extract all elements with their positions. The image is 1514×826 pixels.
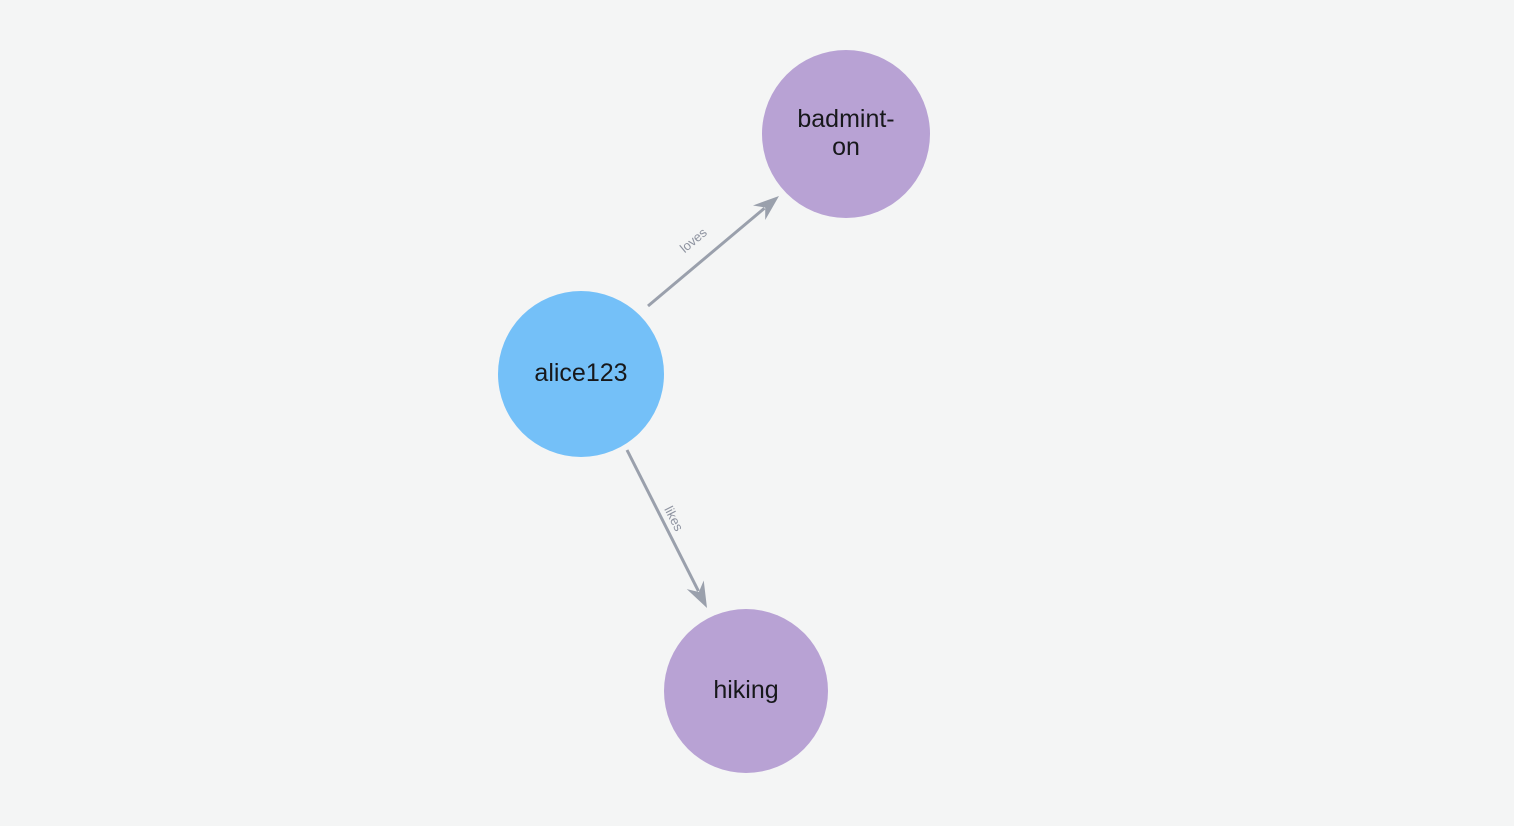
edges-layer — [625, 196, 779, 608]
edge-arrowhead — [752, 196, 779, 220]
graph-node-alice123[interactable]: alice123 — [498, 291, 664, 457]
graph-node-hiking[interactable]: hiking — [664, 609, 828, 773]
graph-edge[interactable] — [625, 449, 707, 608]
node-circle[interactable] — [664, 609, 828, 773]
edge-line — [647, 207, 766, 308]
edge-line — [625, 449, 700, 592]
graph-edge[interactable] — [647, 196, 779, 308]
graph-node-badminton[interactable]: badmint-on — [762, 50, 930, 218]
node-circle[interactable] — [762, 50, 930, 218]
node-circle[interactable] — [498, 291, 664, 457]
edge-arrowhead — [686, 580, 707, 608]
